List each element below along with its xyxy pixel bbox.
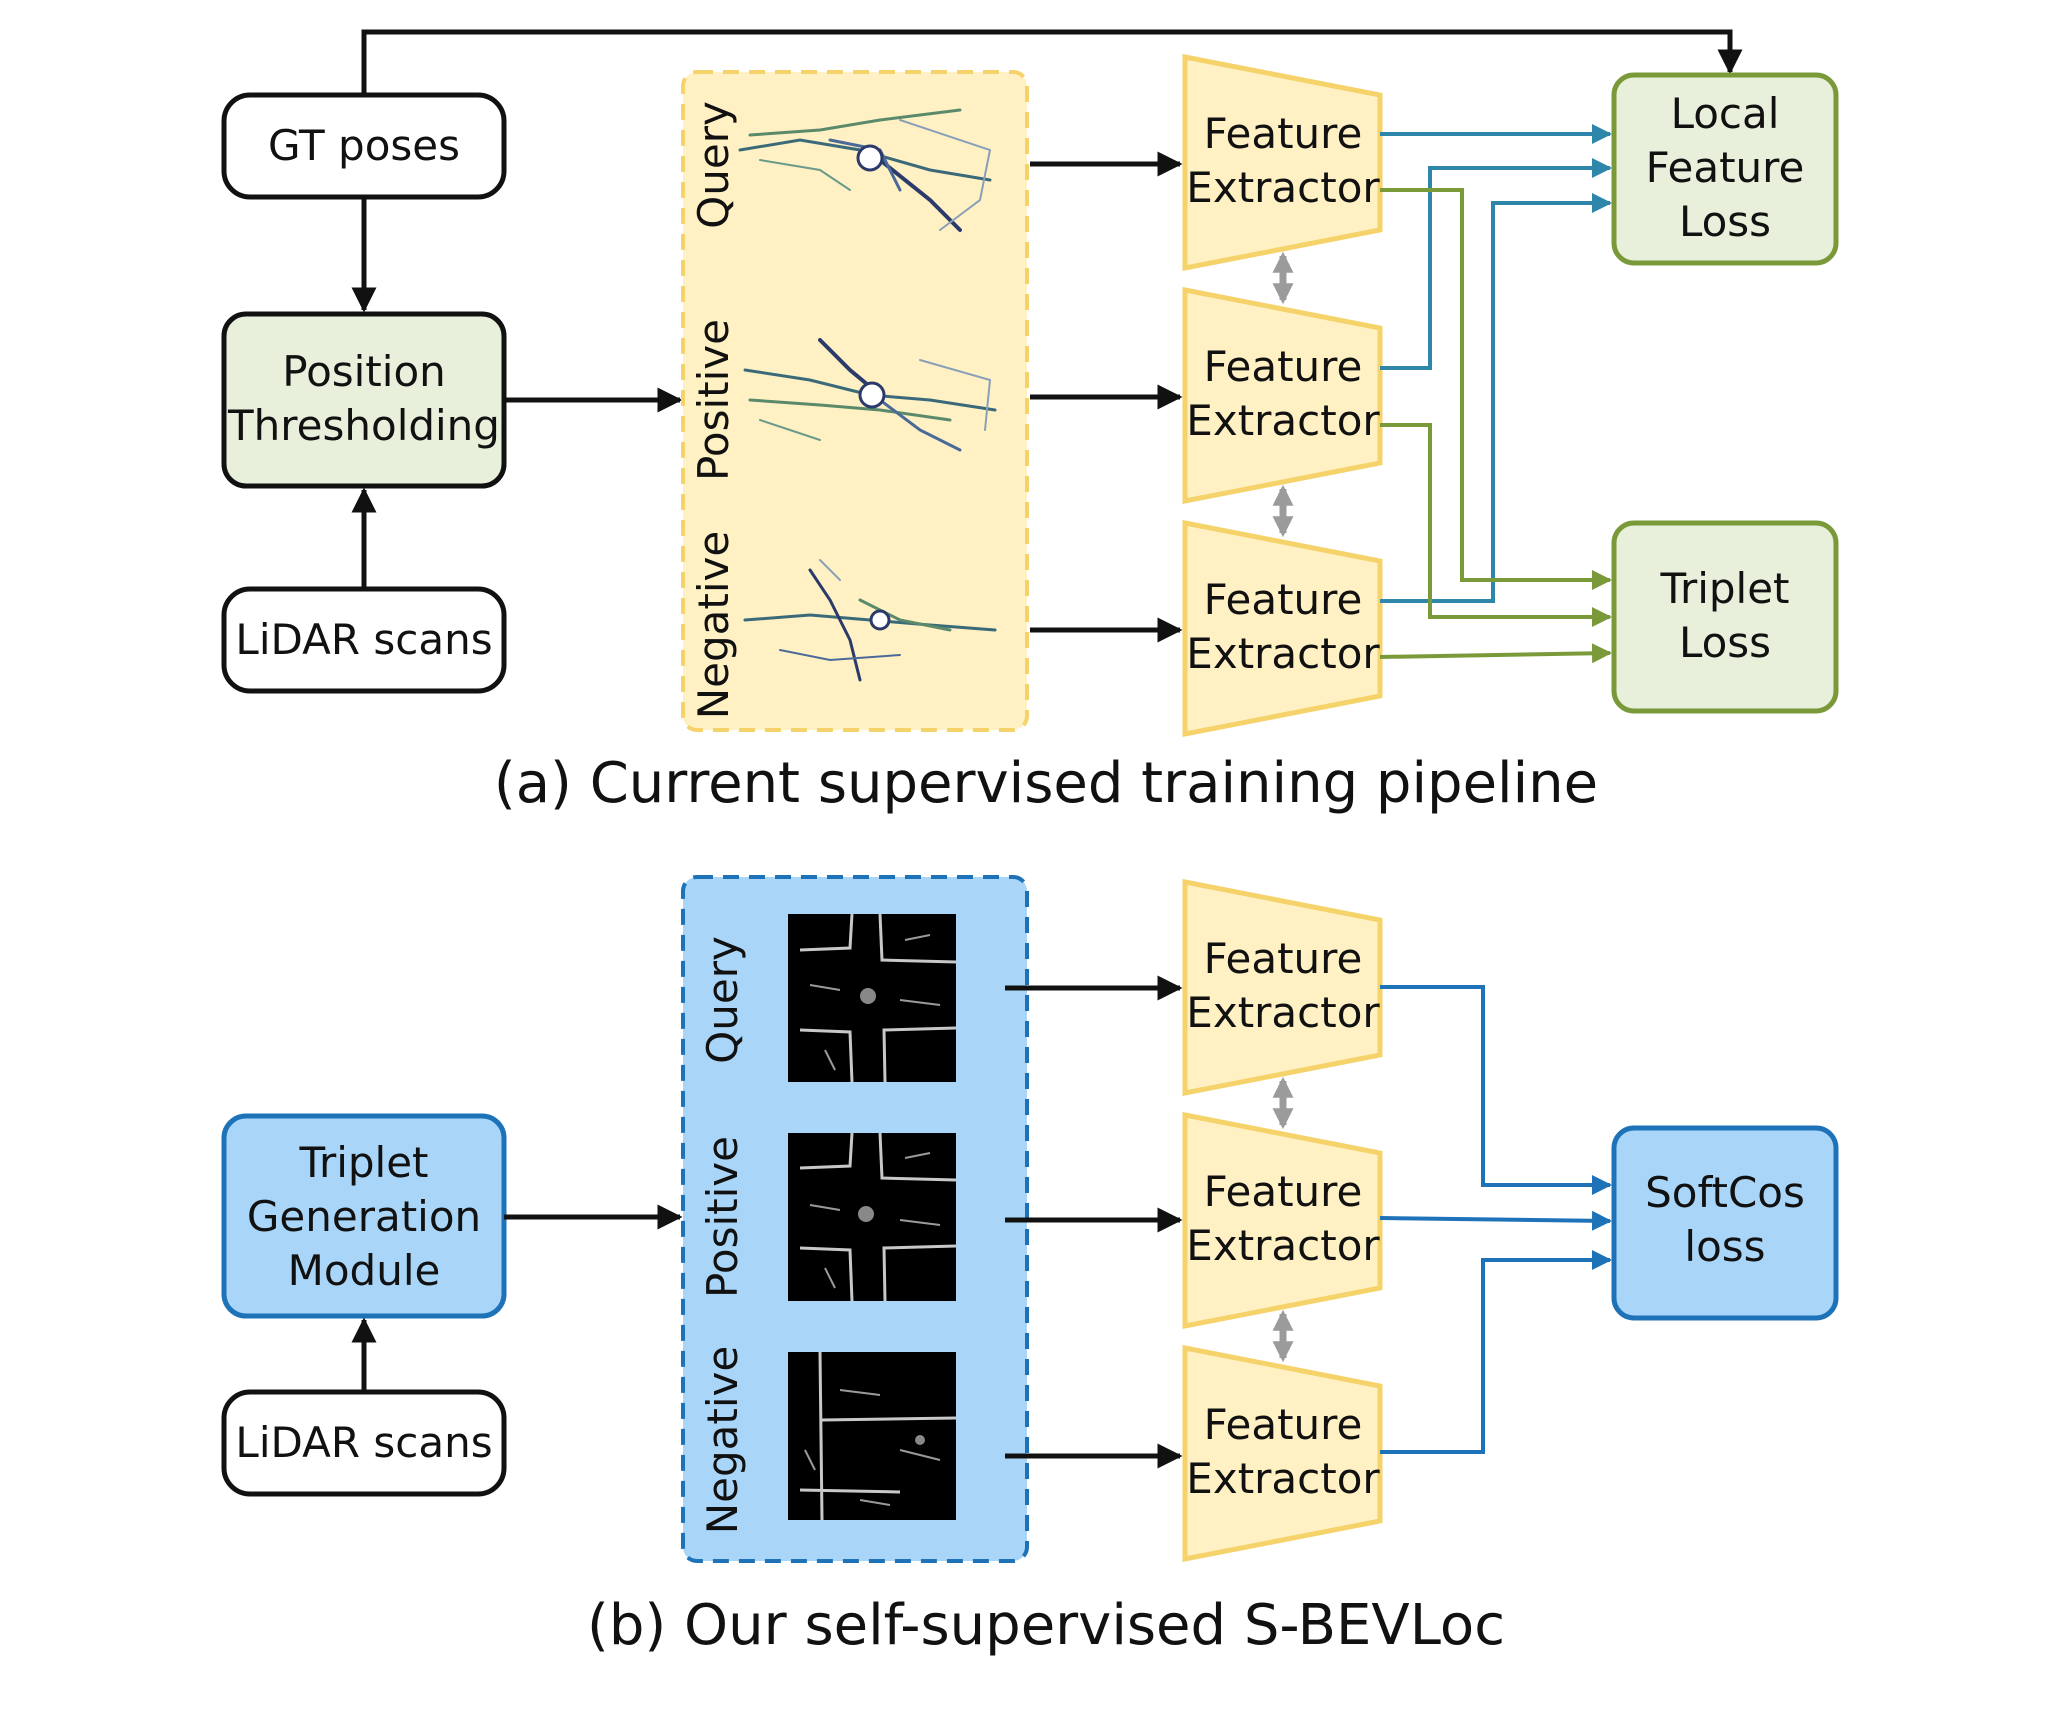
triplet-generation-box: Triplet Generation Module bbox=[221, 1113, 507, 1319]
point-cloud-positive bbox=[743, 338, 997, 452]
triplet-loss-line-2: Loss bbox=[1679, 618, 1771, 667]
fe-a1-line-2: Extractor bbox=[1186, 163, 1380, 212]
triplet-generation-line-2: Generation bbox=[247, 1192, 481, 1241]
feature-extractor-a2: Feature Extractor bbox=[1182, 286, 1383, 505]
fe-b3-line-1: Feature bbox=[1204, 1400, 1363, 1449]
local-feature-loss-line-3: Loss bbox=[1679, 197, 1771, 246]
local-feature-loss-line-1: Local bbox=[1671, 89, 1780, 138]
feature-extractor-a3: Feature Extractor bbox=[1182, 519, 1383, 738]
position-thresholding-box: Position Thresholding bbox=[221, 311, 507, 489]
local-feature-loss-box: Local Feature Loss bbox=[1611, 72, 1839, 266]
gt-poses-box: GT poses bbox=[221, 92, 507, 200]
teal-arrow-fe-a3-to-local bbox=[1380, 193, 1612, 603]
fe-b1-line-2: Extractor bbox=[1186, 988, 1380, 1037]
bev-image-query bbox=[788, 913, 957, 1083]
green-arrow-fe-a3-to-triplet bbox=[1379, 643, 1612, 664]
feature-extractor-b2: Feature Extractor bbox=[1182, 1111, 1383, 1330]
arrow-gt-to-local-loss bbox=[361, 29, 1743, 95]
triplet-loss-box: Triplet Loss bbox=[1611, 520, 1839, 714]
fe-b1-line-1: Feature bbox=[1204, 934, 1363, 983]
gt-poses-label: GT poses bbox=[268, 121, 460, 170]
triplet-loss-line-1: Triplet bbox=[1659, 564, 1789, 613]
softcos-loss-box: SoftCos loss bbox=[1611, 1125, 1839, 1321]
label-query-b: Query bbox=[698, 936, 747, 1064]
fe-b3-line-2: Extractor bbox=[1186, 1454, 1380, 1503]
caption-a: (a) Current supervised training pipeline bbox=[494, 751, 1598, 816]
lidar-scans-box-b: LiDAR scans bbox=[221, 1389, 507, 1497]
teal-arrow-fe-a2-to-local bbox=[1380, 158, 1612, 370]
blue-arrow-fe-b3-to-softcos bbox=[1380, 1250, 1612, 1454]
green-arrow-fe-a1-to-triplet bbox=[1380, 188, 1612, 590]
feature-extractor-a1: Feature Extractor bbox=[1182, 53, 1383, 272]
fe-a3-line-1: Feature bbox=[1204, 575, 1363, 624]
triplet-generation-line-1: Triplet bbox=[298, 1138, 428, 1187]
fe-b2-line-2: Extractor bbox=[1186, 1221, 1380, 1270]
blue-arrow-fe-b2-to-softcos bbox=[1379, 1210, 1612, 1231]
fe-a3-line-2: Extractor bbox=[1186, 629, 1380, 678]
lidar-scans-box-a: LiDAR scans bbox=[221, 586, 507, 694]
softcos-loss-line-1: SoftCos bbox=[1645, 1168, 1805, 1217]
label-positive-b: Positive bbox=[698, 1136, 747, 1298]
bev-image-positive bbox=[788, 1132, 957, 1302]
point-cloud-query bbox=[738, 108, 992, 232]
fe-a2-line-2: Extractor bbox=[1186, 396, 1380, 445]
label-query-a: Query bbox=[689, 101, 738, 229]
panel-b: Triplet Generation Module LiDAR scans Qu… bbox=[221, 875, 1839, 1658]
point-cloud-negative bbox=[743, 559, 997, 682]
fe-b2-line-1: Feature bbox=[1204, 1167, 1363, 1216]
fe-a2-line-1: Feature bbox=[1204, 342, 1363, 391]
blue-arrow-fe-b1-to-softcos bbox=[1380, 985, 1612, 1195]
caption-b: (b) Our self-supervised S-BEVLoc bbox=[587, 1593, 1505, 1658]
position-thresholding-line-1: Position bbox=[282, 347, 446, 396]
label-negative-b: Negative bbox=[698, 1346, 747, 1535]
position-thresholding-line-2: Thresholding bbox=[227, 401, 500, 450]
samples-box-a bbox=[681, 70, 1029, 732]
label-negative-a: Negative bbox=[689, 531, 738, 720]
triplet-generation-line-3: Module bbox=[288, 1246, 441, 1295]
bev-image-negative bbox=[788, 1351, 957, 1521]
lidar-scans-label-b: LiDAR scans bbox=[235, 1418, 492, 1467]
fe-a1-line-1: Feature bbox=[1204, 109, 1363, 158]
local-feature-loss-line-2: Feature bbox=[1646, 143, 1805, 192]
softcos-loss-line-2: loss bbox=[1684, 1222, 1765, 1271]
green-arrow-fe-a2-to-triplet bbox=[1380, 423, 1612, 627]
panel-a: GT poses Position Thresholding LiDAR sca… bbox=[221, 29, 1839, 816]
label-positive-a: Positive bbox=[689, 319, 738, 481]
feature-extractor-b3: Feature Extractor bbox=[1182, 1344, 1383, 1563]
lidar-scans-label-a: LiDAR scans bbox=[235, 615, 492, 664]
feature-extractor-b1: Feature Extractor bbox=[1182, 878, 1383, 1097]
